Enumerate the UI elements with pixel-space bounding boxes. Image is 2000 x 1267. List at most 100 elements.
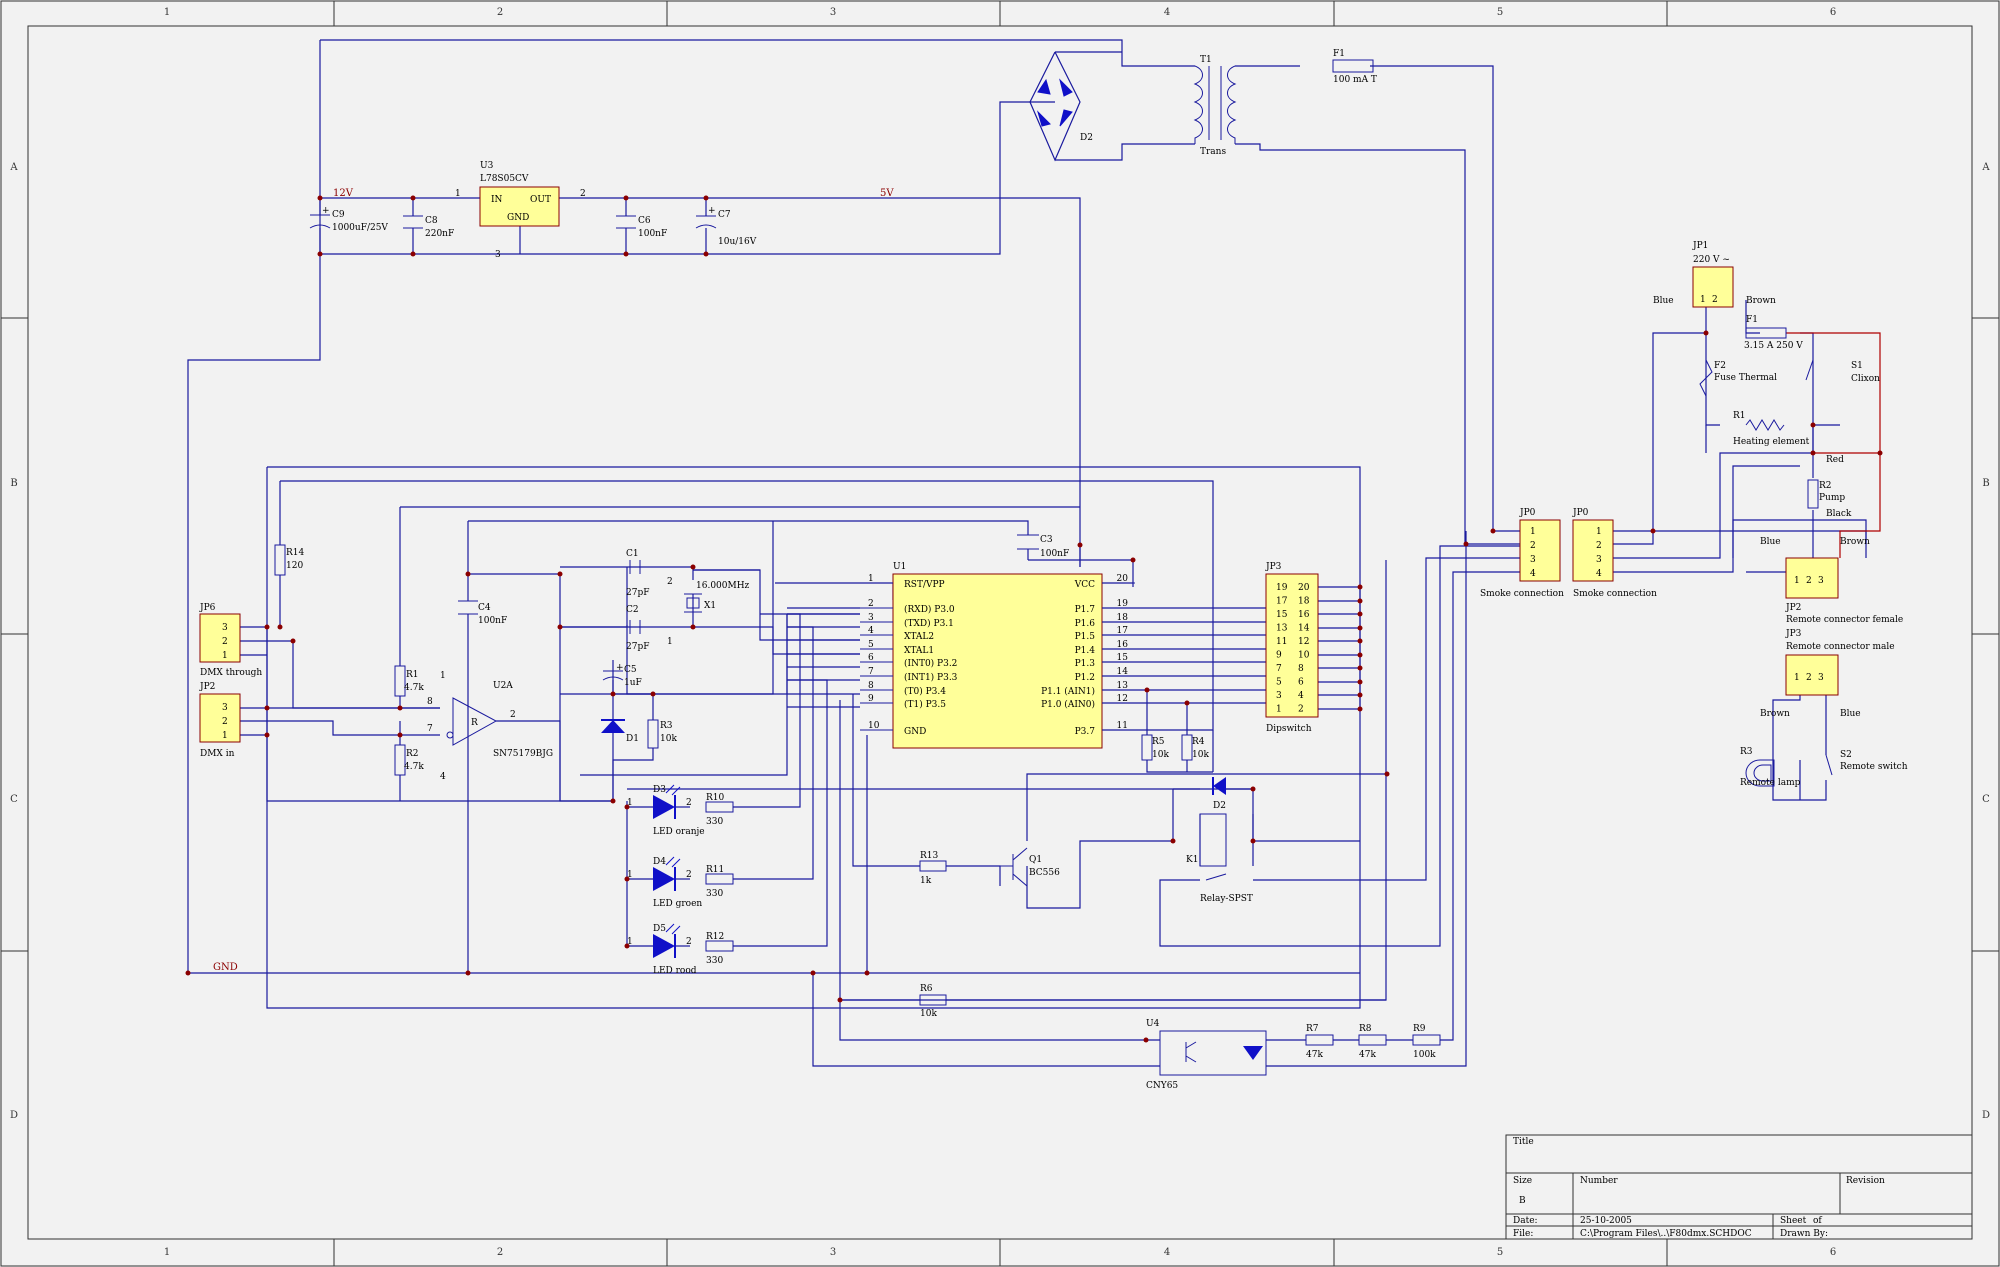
jp3r-value: Remote connector male: [1786, 642, 1895, 652]
u1-pin-number: 12: [1117, 694, 1128, 704]
dip-pin: 13: [1276, 624, 1288, 634]
jp2r-ref: JP2: [1785, 603, 1801, 613]
r6-value: 10k: [920, 1009, 937, 1019]
col-label: 4: [1164, 7, 1170, 18]
junction-dot: [650, 691, 656, 697]
junction-dot: [623, 195, 629, 201]
u1-pin-name: P1.6: [1075, 619, 1096, 629]
jp0b-value: Smoke connection: [1573, 589, 1657, 599]
dip-pin: 3: [1276, 691, 1282, 701]
r14-value: 120: [286, 561, 303, 571]
mcu-u1: [892, 573, 1103, 749]
junction-dot: [1170, 838, 1176, 844]
f2-value: Fuse Thermal: [1714, 373, 1777, 383]
revision-label: Revision: [1846, 1176, 1885, 1186]
led-pin: 1: [627, 798, 633, 808]
jp3r-pin: 3: [1818, 673, 1824, 683]
u1-pin-number: 14: [1117, 667, 1129, 677]
connector-jp6: [199, 613, 241, 663]
junction-dot: [1357, 598, 1363, 604]
net-labels: 12V 5V GND: [213, 188, 894, 973]
jp0b-pin: 3: [1596, 555, 1602, 565]
c4-value: 100nF: [478, 616, 507, 626]
connector-jp3-remote: [1785, 654, 1839, 696]
q1-value: BC556: [1029, 868, 1060, 878]
regulator-u3: U3 L78S05CV IN OUT GND 1 2 3: [455, 161, 586, 260]
c2-pin: 1: [667, 637, 673, 647]
r5-ref: R5: [1152, 737, 1165, 747]
junction-dot: [1357, 706, 1363, 712]
led-diode: [653, 934, 675, 958]
c8-ref: C8: [425, 216, 438, 226]
led-ref: D5: [653, 924, 666, 934]
u1-pin-number: 16: [1117, 640, 1129, 650]
relay-k1: [1199, 813, 1227, 867]
jp1-ref: JP1: [1692, 241, 1708, 251]
c7-ref: C7: [718, 210, 731, 220]
f1-value: 100 mA T: [1333, 75, 1377, 85]
gnd-label: GND: [213, 962, 238, 973]
junction-dot: [610, 798, 616, 804]
u1-pin-name: (INT1) P3.3: [904, 672, 958, 683]
jp3-value: Dipswitch: [1266, 724, 1312, 734]
junction-dot: [557, 624, 563, 630]
c7-polarity: +: [708, 206, 716, 216]
dip-pin: 18: [1298, 597, 1310, 607]
sheet-of: of: [1813, 1216, 1822, 1226]
date-label: Date:: [1513, 1216, 1538, 1226]
r8-value: 47k: [1359, 1050, 1376, 1060]
led-resistor: [705, 940, 734, 952]
led-diode: [653, 795, 675, 819]
connector-jp1: [1692, 266, 1734, 308]
u4-value: CNY65: [1146, 1081, 1178, 1091]
junction-dot: [1357, 692, 1363, 698]
junction-dot: [1184, 700, 1190, 706]
jp0a-pin: 3: [1530, 555, 1536, 565]
led-resistor-value: 330: [706, 889, 723, 899]
junction-dot: [690, 564, 696, 570]
junction-dot: [1130, 557, 1136, 563]
led-pin: 2: [686, 798, 692, 808]
led-resistor-ref: R10: [706, 793, 725, 803]
connector-jp0-a: [1519, 519, 1561, 582]
jp6-value: DMX through: [200, 668, 262, 678]
r1-pin: 1: [440, 671, 446, 681]
u3-pin3: 3: [495, 250, 501, 260]
u2a-gate: R: [471, 718, 478, 728]
c5-ref: C5: [624, 665, 637, 675]
r13-ref: R13: [920, 851, 939, 861]
col-label: 6: [1830, 7, 1836, 18]
u3-pin-gnd: GND: [507, 213, 529, 223]
frame-labels: 1 2 3 4 5 6 1 2 3 4 5 6 A B C D A B C D: [9, 7, 1990, 1258]
fuse-f1-heater: [1745, 327, 1787, 339]
wire-label: Blue: [1760, 537, 1781, 547]
c1-pin: 2: [667, 577, 673, 587]
u1-pin-name: P1.3: [1075, 659, 1096, 669]
jp0a-pin: 4: [1530, 569, 1536, 579]
remote-lamp-r3: [1745, 759, 1775, 787]
u1-pin-name: (RXD) P3.0: [904, 604, 955, 615]
junction-dot: [1143, 1037, 1149, 1043]
junction-dot: [1357, 652, 1363, 658]
jp2-pin: 3: [222, 703, 228, 713]
dip-pin: 9: [1276, 651, 1282, 661]
u1-pin-number: 5: [868, 640, 874, 650]
row-label: B: [1982, 478, 1989, 489]
u1-pin-number: 6: [868, 653, 874, 663]
resistor-r1: [394, 665, 406, 697]
junction-dot: [397, 732, 403, 738]
c6-ref: C6: [638, 216, 651, 226]
u3-pin-out: OUT: [530, 195, 551, 205]
connector-jp0-b: [1572, 519, 1614, 582]
dip-pin: 14: [1298, 624, 1310, 634]
c9-ref: C9: [332, 210, 345, 220]
u1-pin-number: 20: [1117, 574, 1129, 584]
junction-dot: [1077, 542, 1083, 548]
junction-dot: [837, 997, 843, 1003]
junction-dot: [864, 970, 870, 976]
k1-ref: K1: [1186, 855, 1198, 865]
led-resistor-ref: R12: [706, 932, 724, 942]
c1-ref: C1: [626, 549, 639, 559]
